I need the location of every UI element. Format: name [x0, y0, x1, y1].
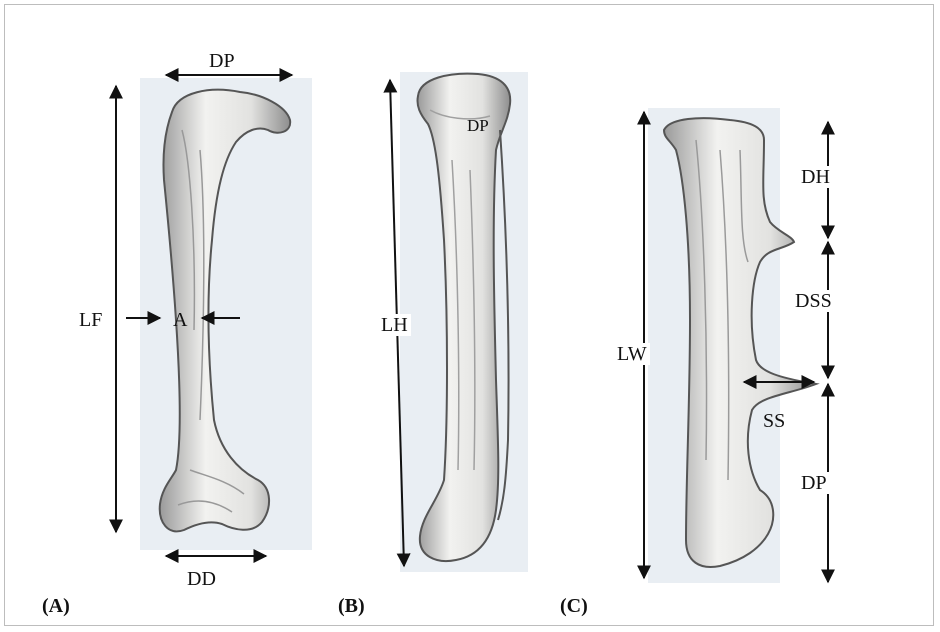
wing-dss-label: DSS [792, 290, 835, 312]
femur-lf-label: LF [76, 309, 105, 331]
humerus-dp-label: DP [464, 116, 492, 135]
femur-a-label: A [170, 309, 190, 331]
wing-ss-label: SS [760, 410, 788, 432]
humerus-lh-label: LH [378, 314, 411, 336]
femur-dp-label: DP [206, 50, 238, 72]
wing-dp-label: DP [798, 472, 830, 494]
wing-dh-label: DH [798, 166, 833, 188]
wing-lw-label: LW [614, 343, 650, 365]
panel-b-caption: (B) [338, 596, 365, 616]
femur-dd-label: DD [184, 568, 219, 590]
panel-c-caption: (C) [560, 596, 588, 616]
panel-a-caption: (A) [42, 596, 70, 616]
